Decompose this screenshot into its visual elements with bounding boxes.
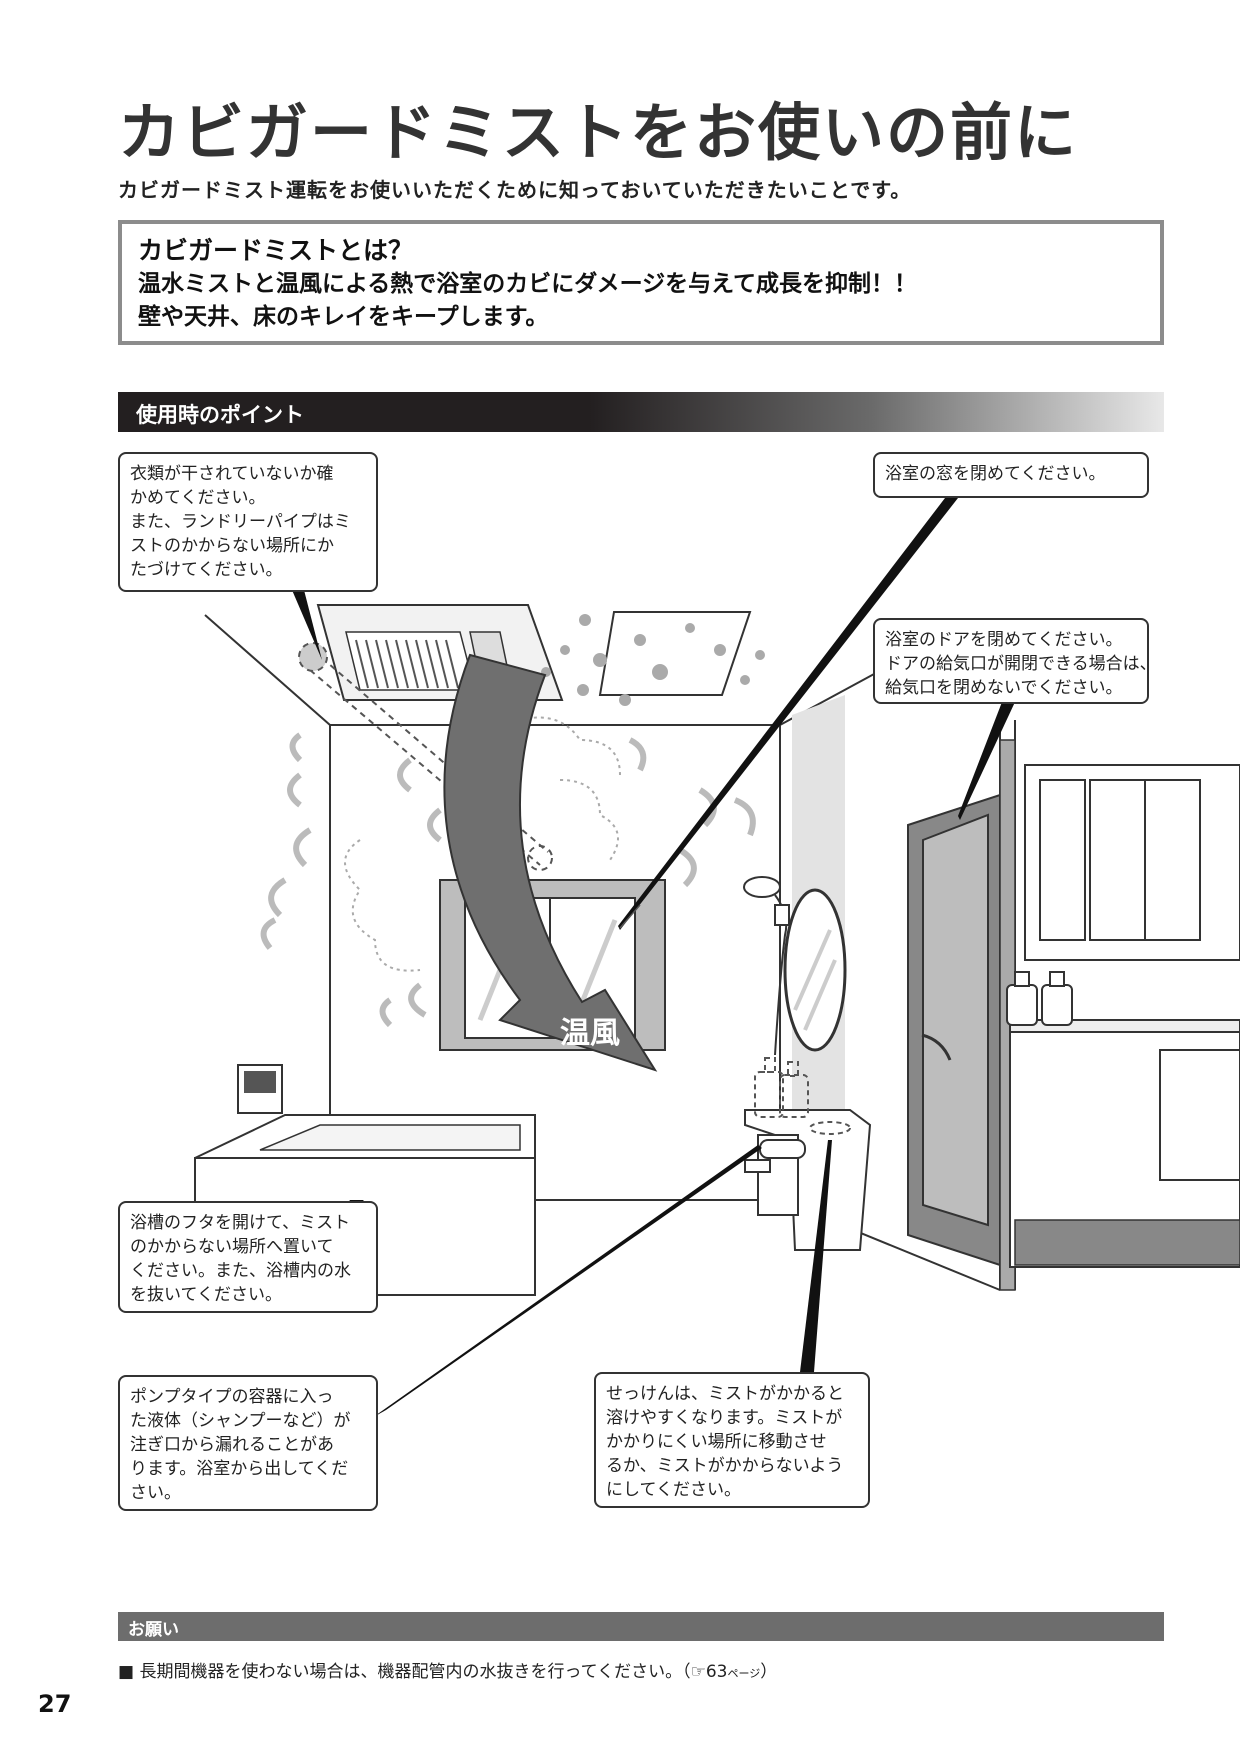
pointing-hand-icon: ☞ xyxy=(690,1662,706,1682)
pump-bottles xyxy=(754,1057,851,1135)
callout-pump-container: ポンプタイプの容器に入っ た液体（シャンプーなど）が 注ぎ口から漏れることがあ … xyxy=(118,1375,378,1511)
points-header-label: 使用時のポイント xyxy=(136,403,304,427)
bathroom-door xyxy=(907,739,1016,1291)
ceiling-access-panel xyxy=(598,611,752,696)
definition-box: カビガードミストとは？ 温水ミストと温風による熱で浴室のカビにダメージを与えて成… xyxy=(118,220,1164,345)
note-header-bar: お願い xyxy=(118,1612,1164,1641)
callout-clothes: 衣類が干されていないか確 かめてください。 また、ランドリーパイプはミ ストのか… xyxy=(118,452,378,592)
definition-line-2: 壁や天井、床のキレイをキープします。 xyxy=(138,304,549,330)
mold-spots xyxy=(541,614,765,706)
note-body: ■ 長期間機器を使わない場合は、機器配管内の水抜きを行ってください。（ xyxy=(118,1662,691,1682)
warm-air-arrow xyxy=(443,653,658,1072)
dressing-room xyxy=(1006,764,1240,1268)
note-ref-suffix: ページ xyxy=(727,1667,761,1680)
note-ref-page[interactable]: 63 xyxy=(705,1662,728,1682)
page-title: カビガードミストをお使いの前に xyxy=(118,96,1079,169)
callout-pointers xyxy=(292,498,1015,1418)
points-header-bar: 使用時のポイント xyxy=(118,392,1164,432)
note-header-label: お願い xyxy=(128,1620,179,1640)
callout-soap: せっけんは、ミストがかかると 溶けやすくなります。ミストが かかりにくい場所に移… xyxy=(594,1372,870,1508)
shower-head xyxy=(743,876,790,1056)
definition-line-1: 温水ミストと温風による熱で浴室のカビにダメージを与えて成長を抑制！！ xyxy=(138,271,918,297)
bath-controller xyxy=(237,1064,283,1114)
callout-window: 浴室の窓を閉めてください。 xyxy=(873,452,1149,498)
warm-air-label: 温風 xyxy=(560,1016,620,1051)
callout-door: 浴室のドアを閉めてください。 ドアの給気口が開閉できる場合は、 給気口を閉めない… xyxy=(873,618,1157,704)
note-close: ） xyxy=(760,1662,778,1682)
definition-heading: カビガードミストとは？ xyxy=(138,236,414,265)
note-text: ■ 長期間機器を使わない場合は、機器配管内の水抜きを行ってください。（☞63ペー… xyxy=(118,1657,777,1682)
wall-mirror xyxy=(783,888,847,1052)
faucet-counter xyxy=(744,1109,872,1251)
laundry-pipe xyxy=(298,642,553,871)
callout-bathtub: 浴槽のフタを開けて、ミスト のかからない場所へ置いて ください。また、浴槽内の水… xyxy=(118,1201,378,1313)
page-subtitle: カビガードミスト運転をお使いいただくために知っておいていただきたいことです。 xyxy=(118,178,912,202)
page-number: 27 xyxy=(38,1690,72,1718)
